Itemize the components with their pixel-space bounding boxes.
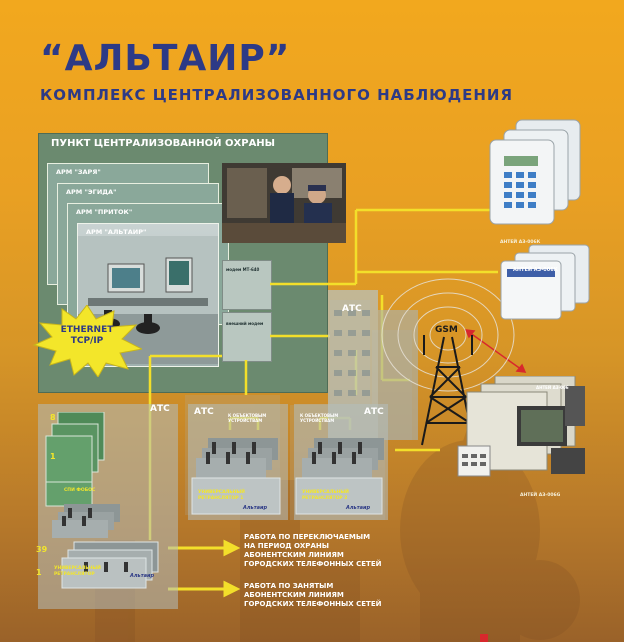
spi-fobos-equipment	[45, 412, 159, 589]
note-busy-line1: РАБОТА ПО ЗАНЯТЫМ	[244, 582, 334, 590]
ats-label-rep2: АТС	[364, 407, 384, 417]
ethernet-label: ETHERNET TCP/IP	[60, 325, 114, 347]
antey-top-label: АНТЕЙ АЗ-006К	[500, 240, 541, 245]
note-switched-lines: РАБОТА ПО ПЕРЕКЛЮЧАЕМЫМ НА ПЕРИОД ОХРАНЫ…	[244, 533, 381, 569]
antey-box-label: АНТЕЙ АЗ-006К	[513, 267, 558, 273]
gsm-label: GSM	[435, 325, 458, 335]
workstation-label: АРМ "ЭГИДА"	[66, 188, 117, 196]
modem-mt640: модем МТ-640	[222, 260, 272, 310]
note-switched-line4: ГОРОДСКИХ ТЕЛЕФОННЫХ СЕТЕЙ	[244, 560, 382, 568]
workstation-label: АРМ "ЗАРЯ"	[56, 168, 101, 176]
page-title: “АЛЬТАИР”	[40, 38, 291, 79]
ats-label-rep1: АТС	[194, 407, 214, 417]
num-39: 39	[36, 545, 48, 554]
to-objects-line1: К ОБЪЕКТОВЫМ	[300, 413, 339, 418]
univ-rep-left-line2: РЕТРАНСЛЯТОР	[54, 572, 95, 577]
external-modem: внешний модем	[222, 312, 272, 362]
ats-label-left: АТС	[150, 404, 170, 414]
ats-label-main: АТС	[342, 304, 362, 314]
note-switched-line3: АБОНЕНТСКИМ ЛИНИЯМ	[244, 551, 344, 559]
red-marker	[480, 634, 488, 642]
note-busy-lines: РАБОТА ПО ЗАНЯТЫМ АБОНЕНТСКИМ ЛИНИЯМ ГОР…	[244, 582, 381, 609]
brand-rep2: Альтаир	[346, 505, 371, 511]
page-subtitle: КОМПЛЕКС ЦЕНТРАЛИЗОВАННОГО НАБЛЮДЕНИЯ	[40, 86, 514, 104]
note-switched-line2: НА ПЕРИОД ОХРАНЫ	[244, 542, 329, 550]
brand-left: Альтаир	[130, 573, 155, 579]
note-busy-line3: ГОРОДСКИХ ТЕЛЕФОННЫХ СЕТЕЙ	[244, 600, 382, 608]
workstation-label: АРМ "АЛЬТАИР"	[86, 228, 147, 236]
antey-panels	[457, 376, 585, 477]
antey-boxes	[500, 244, 590, 320]
antey-bottom-label: АНТЕЙ АЗ-006G	[520, 493, 561, 498]
univ-rep-2-line1: УНИВЕРСАЛЬНЫЙ	[302, 490, 349, 495]
to-objects-line2: УСТРОЙСТВАМ	[228, 418, 263, 423]
univ-rep-left-label: УНИВЕРСАЛЬНЫЙ РЕТРАНСЛЯТОР	[54, 566, 101, 578]
operators-photo	[222, 163, 346, 243]
univ-rep-2-label: УНИВЕРСАЛЬНЫЙ РЕТРАНСЛЯТОР 2	[302, 490, 349, 502]
note-busy-line2: АБОНЕНТСКИМ ЛИНИЯМ	[244, 591, 344, 599]
repeater-equipment	[191, 438, 384, 515]
univ-rep-2-line2: РЕТРАНСЛЯТОР 2	[302, 496, 348, 501]
num-8: 8	[50, 413, 56, 422]
brand-rep1: Альтаир	[243, 505, 268, 511]
ethernet-burst	[32, 305, 142, 377]
external-modem-label: внешний модем	[226, 321, 264, 326]
ethernet-text: ETHERNET	[60, 325, 114, 335]
central-post-title: ПУНКТ ЦЕНТРАЛИЗОВАННОЙ ОХРАНЫ	[51, 138, 276, 149]
to-objects-2: К ОБЪЕКТОВЫМ УСТРОЙСТВАМ	[300, 413, 338, 423]
antey-keypad-devices	[489, 119, 581, 225]
note-switched-line1: РАБОТА ПО ПЕРЕКЛЮЧАЕМЫМ	[244, 533, 371, 541]
to-objects-1: К ОБЪЕКТОВЫМ УСТРОЙСТВАМ	[228, 413, 266, 423]
modem-mt-label: модем МТ-640	[226, 267, 260, 272]
univ-rep-1-line1: УНИВЕРСАЛЬНЫЙ	[198, 490, 245, 495]
num-1: 1	[50, 452, 56, 461]
univ-rep-1-label: УНИВЕРСАЛЬНЫЙ РЕТРАНСЛЯТОР 1	[198, 490, 245, 502]
num-1b: 1	[36, 568, 42, 577]
univ-rep-1-line2: РЕТРАНСЛЯТОР 1	[198, 496, 244, 501]
univ-rep-left-line1: УНИВЕРСАЛЬНЫЙ	[54, 566, 101, 571]
to-objects-line2: УСТРОЙСТВАМ	[300, 418, 335, 423]
tcpip-text: TCP/IP	[70, 336, 104, 346]
spi-label: СПИ ФОБОС	[64, 488, 96, 493]
workstation-label: АРМ "ПРИТОК"	[76, 208, 133, 216]
to-objects-line1: К ОБЪЕКТОВЫМ	[228, 413, 267, 418]
antey-panel-label: АНТЕЙ АЗ-006	[536, 385, 569, 390]
